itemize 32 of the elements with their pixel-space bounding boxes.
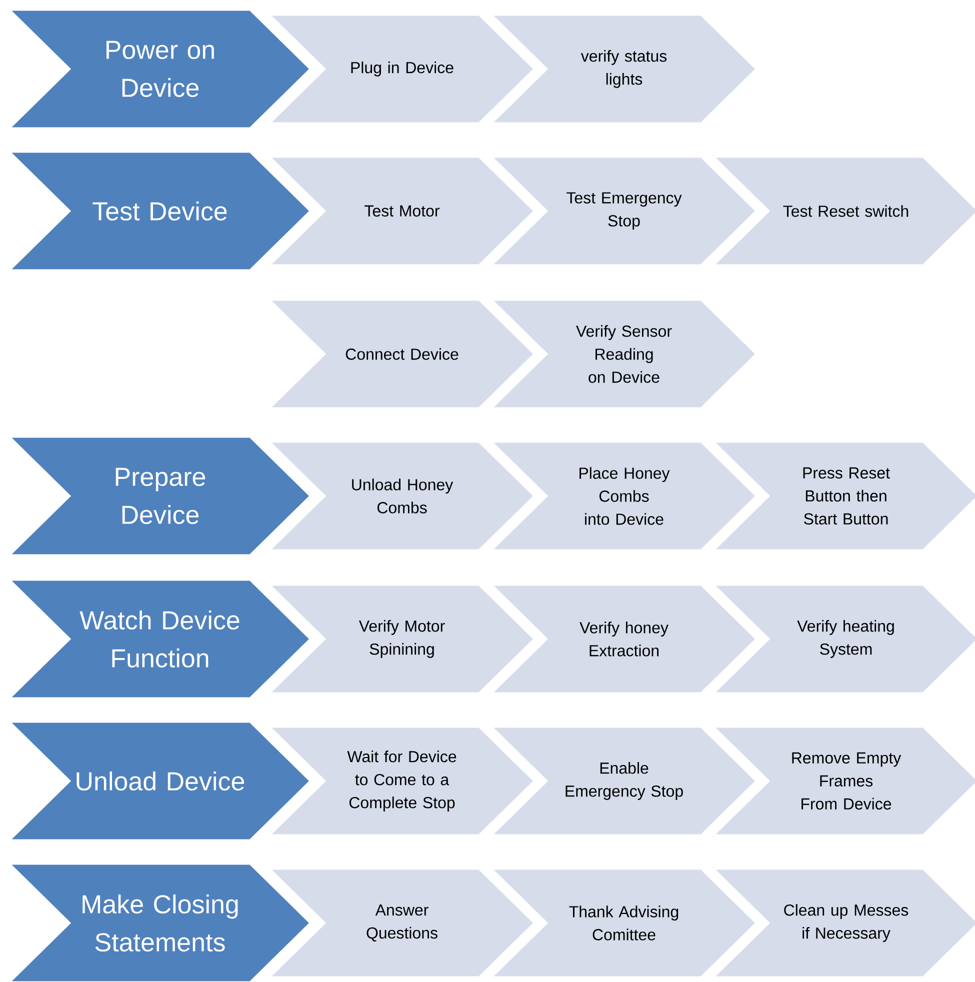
- process-step: Wait for Device to Come to a Complete Stop: [268, 726, 536, 836]
- process-step: Verify Motor Spinining: [268, 584, 536, 694]
- process-step: Press Reset Button then Start Button: [712, 441, 975, 551]
- process-step: Remove Empty Frames From Device: [712, 726, 975, 836]
- phase-heading: Make Closing Statements: [8, 863, 312, 982]
- process-step: Place Honey Combs into Device: [490, 441, 758, 551]
- node-label: Test Reset switch: [783, 205, 908, 217]
- node-label: Remove Empty Frames From Device: [792, 752, 902, 810]
- process-step: Test Reset switch: [712, 156, 975, 266]
- process-step: Enable Emergency Stop: [490, 726, 758, 836]
- phase-heading: Prepare Device: [8, 436, 312, 556]
- process-step: Connect Device: [268, 299, 536, 409]
- phase-heading: Test Device: [8, 151, 312, 271]
- phase-heading: Watch Device Function: [8, 579, 312, 699]
- process-step: Test Motor: [268, 156, 536, 266]
- process-step: Test Emergency Stop: [490, 156, 758, 266]
- node-label: Answer Questions: [366, 904, 438, 942]
- process-step: Plug in Device: [268, 14, 536, 124]
- node-label: Verify heating System: [797, 620, 894, 658]
- process-step: Answer Questions: [268, 868, 536, 978]
- node-label: Press Reset Button then Start Button: [803, 467, 890, 525]
- process-step: Thank Advising Comittee: [490, 868, 758, 978]
- process-step: Unload Honey Combs: [268, 441, 536, 551]
- process-step: Verify heating System: [712, 584, 975, 694]
- process-step: Verify Sensor Reading on Device: [490, 299, 758, 409]
- process-step: verify status lights: [490, 14, 758, 124]
- node-label: Thank Advising Comittee: [569, 906, 678, 940]
- process-step: Verify honey Extraction: [490, 584, 758, 694]
- node-label: Clean up Messes if Necessary: [784, 904, 908, 942]
- phase-heading: Unload Device: [8, 721, 312, 841]
- process-step: Clean up Messes if Necessary: [712, 868, 975, 978]
- phase-heading: Power on Device: [8, 9, 312, 129]
